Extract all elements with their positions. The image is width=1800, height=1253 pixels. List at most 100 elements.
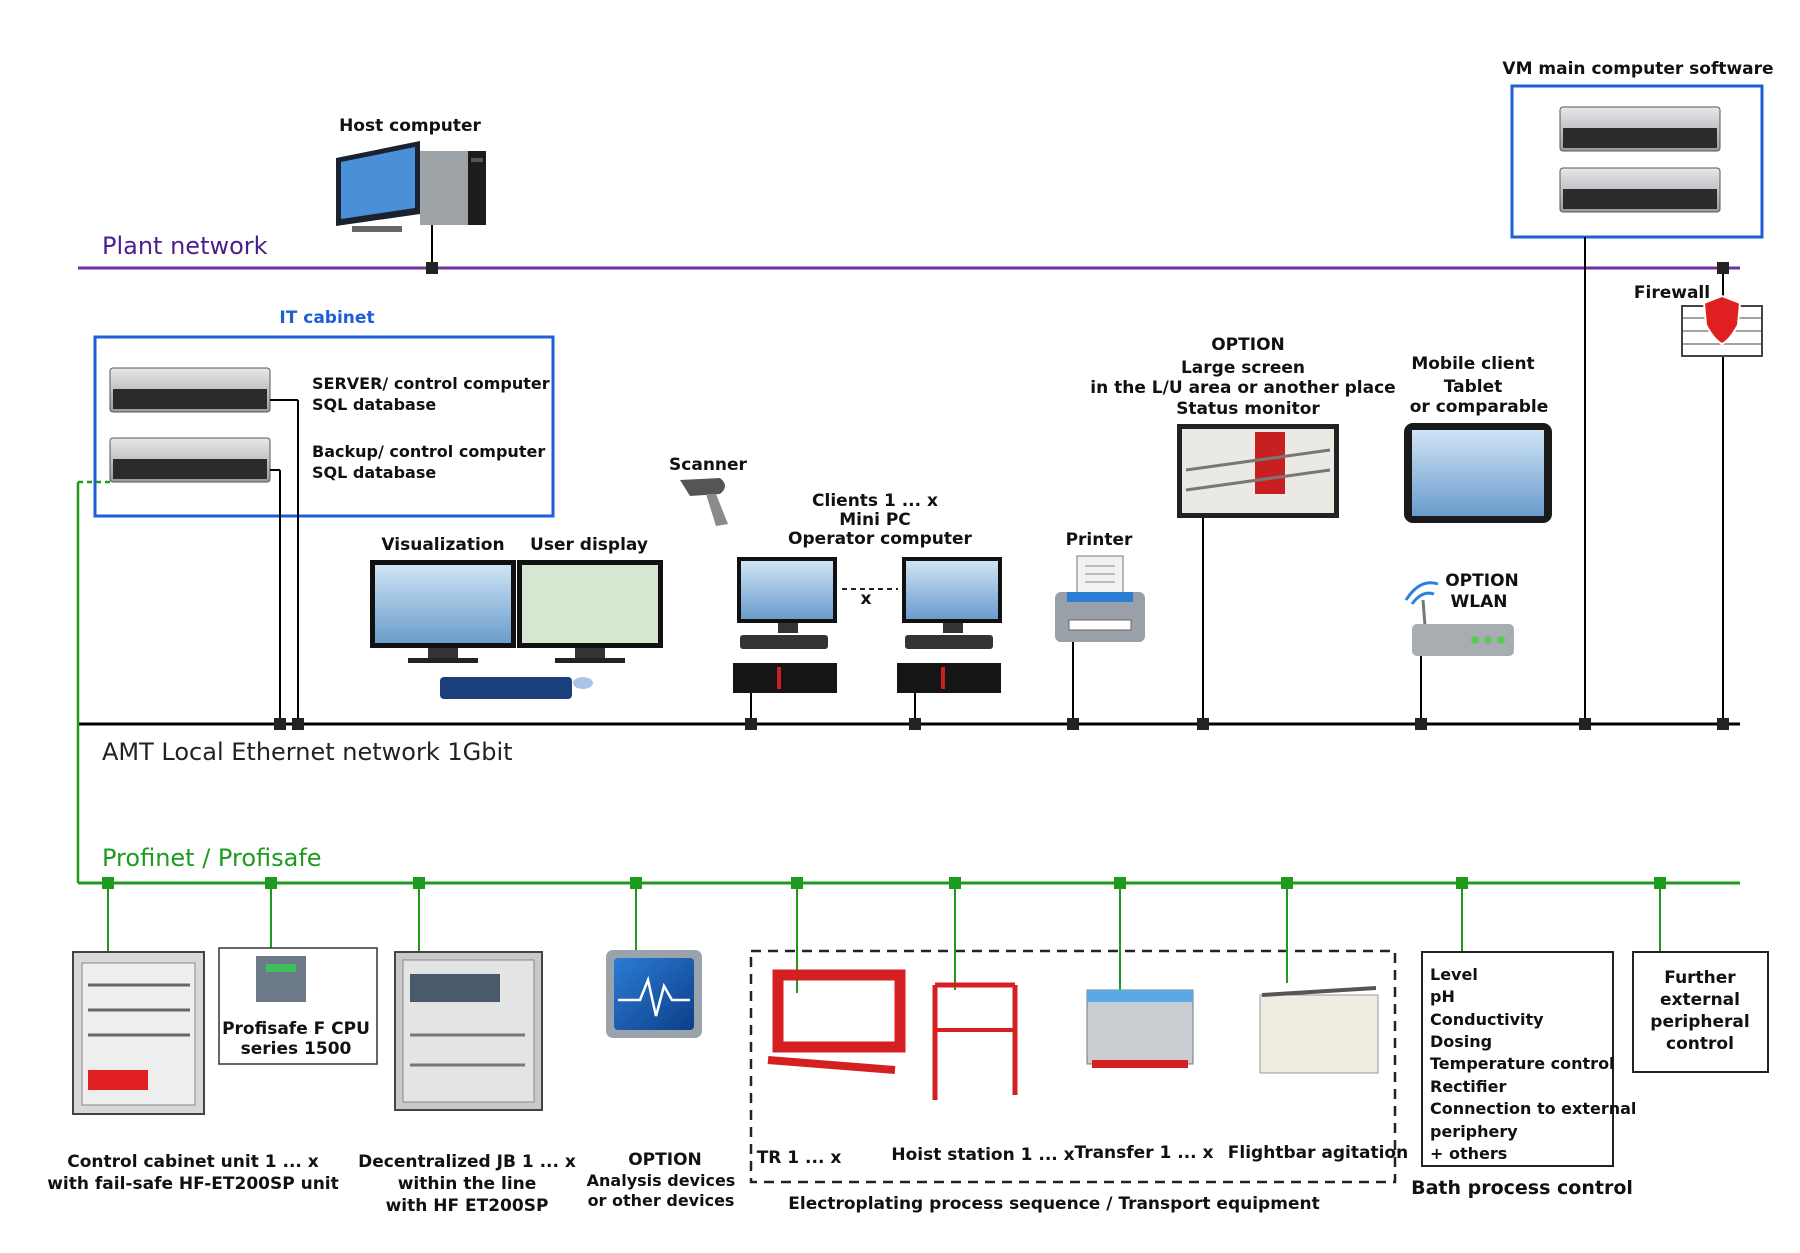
profinet-node-tr — [791, 877, 803, 889]
further-label-4: control — [1666, 1034, 1734, 1054]
vm-software-label: VM main computer software — [1502, 59, 1773, 79]
mouse-icon — [573, 677, 593, 689]
profisafe-cpu: Profisafe F CPU series 1500 — [218, 877, 378, 1065]
server-icon — [1559, 167, 1721, 213]
jb-label-1: Decentralized JB 1 ... x — [358, 1152, 576, 1172]
cpu-module-icon — [256, 956, 306, 1002]
mobile-label-2: Tablet — [1444, 377, 1503, 397]
mobile-label-3: or comparable — [1410, 397, 1548, 417]
profinet-network: Profinet / Profisafe — [76, 480, 1740, 885]
bath-item: Level — [1430, 965, 1478, 984]
large-screen: OPTION Large screen in the L/U area or a… — [1090, 335, 1396, 730]
local-ethernet-network: AMT Local Ethernet network 1Gbit — [78, 722, 1740, 766]
it-cabinet-border — [93, 335, 555, 518]
scanner-label: Scanner — [669, 455, 748, 475]
further-label-2: external — [1660, 990, 1740, 1010]
profinet-node-flightbar — [1281, 877, 1293, 889]
profinet-node-further — [1654, 877, 1666, 889]
visualization-label: Visualization — [381, 535, 504, 555]
analysis-monitor-icon — [606, 950, 702, 1038]
transfer-label: Transfer 1 ... x — [1074, 1143, 1213, 1163]
analysis-label-1: OPTION — [628, 1150, 702, 1170]
bath-item: Temperature control — [1430, 1054, 1615, 1073]
monitor-icon — [370, 560, 516, 663]
large-screen-label-2: Large screen — [1181, 358, 1305, 378]
server-label-1: SERVER/ control computer — [312, 374, 550, 393]
profinet-label: Profinet / Profisafe — [102, 844, 322, 872]
cabinet-label-2: with fail-safe HF-ET200SP unit — [47, 1174, 339, 1194]
bath-item: Conductivity — [1430, 1010, 1544, 1029]
jb-label-3: with HF ET200SP — [386, 1196, 549, 1216]
mini-pc-icon — [897, 663, 1001, 693]
user-display-label: User display — [530, 535, 648, 555]
mobile-client: Mobile client Tablet or comparable — [1404, 354, 1552, 523]
firewall-icon — [1681, 294, 1763, 357]
hoist-label: Hoist station 1 ... x — [891, 1145, 1074, 1165]
printer: Printer — [1055, 530, 1145, 730]
bath-item: + others — [1430, 1144, 1507, 1163]
bath-process-control: Level pH Conductivity Dosing Temperature… — [1411, 877, 1636, 1199]
tr-label: TR 1 ... x — [757, 1148, 842, 1168]
firewall-label: Firewall — [1634, 283, 1710, 303]
bath-item: Rectifier — [1430, 1077, 1507, 1096]
plant-network-label: Plant network — [102, 232, 268, 260]
profinet-node-analysis — [630, 877, 642, 889]
keyboard-icon — [905, 635, 993, 649]
cpu-label-1: Profisafe F CPU — [222, 1019, 370, 1039]
local-network-label: AMT Local Ethernet network 1Gbit — [102, 738, 513, 766]
further-box — [1632, 951, 1769, 1073]
it-cabinet: IT cabinet SERVER/ control computer SQL … — [93, 308, 555, 730]
control-cabinet: Control cabinet unit 1 ... x with fail-s… — [47, 877, 339, 1194]
electroplating-sequence: TR 1 ... x Hoist station 1 ... x Transfe… — [749, 877, 1408, 1214]
printer-icon — [1055, 555, 1145, 642]
keyboard-icon — [740, 635, 828, 649]
wlan-label-2: WLAN — [1451, 592, 1508, 612]
wlan-label-1: OPTION — [1445, 571, 1519, 591]
tr-equipment-icon — [767, 969, 906, 1074]
firewall: Firewall — [1634, 262, 1763, 730]
clients-label-3: Operator computer — [788, 529, 973, 549]
local-node-firewall — [1717, 718, 1729, 730]
local-node-backup — [274, 718, 286, 730]
further-label-3: peripheral — [1650, 1012, 1749, 1032]
sequence-caption: Electroplating process sequence / Transp… — [788, 1194, 1319, 1214]
it-cabinet-title: IT cabinet — [279, 308, 374, 328]
cpu-label-2: series 1500 — [241, 1039, 352, 1059]
clients-x-label: x — [861, 589, 872, 609]
large-screen-icon — [1177, 424, 1339, 518]
flightbar-label: Flightbar agitation — [1228, 1143, 1408, 1163]
vm-border — [1510, 84, 1764, 239]
local-node-printer — [1067, 718, 1079, 730]
bath-caption: Bath process control — [1411, 1177, 1633, 1199]
analysis-label-3: or other devices — [588, 1191, 735, 1210]
printer-label: Printer — [1066, 530, 1133, 550]
profinet-node-transfer — [1114, 877, 1126, 889]
backup-label-2: SQL database — [312, 463, 436, 482]
backup-label-1: Backup/ control computer — [312, 442, 545, 461]
cabinet-label-1: Control cabinet unit 1 ... x — [67, 1152, 319, 1172]
bath-box — [1421, 951, 1614, 1167]
local-node-client-1 — [745, 718, 757, 730]
monitor-icon — [737, 557, 837, 633]
plant-network: Plant network — [78, 232, 1740, 270]
scanner-icon — [680, 478, 728, 526]
profinet-node-cabinet — [102, 877, 114, 889]
profinet-node-cpu — [265, 877, 277, 889]
jb-label-2: within the line — [398, 1174, 537, 1194]
local-node-client-x — [909, 718, 921, 730]
wifi-router-icon — [1404, 581, 1514, 656]
wlan: OPTION WLAN — [1404, 571, 1519, 730]
server-icon — [109, 437, 271, 483]
tablet-icon — [1404, 423, 1552, 523]
plant-node-firewall — [1717, 262, 1729, 274]
profinet-node-hoist — [949, 877, 961, 889]
flightbar-icon — [1259, 986, 1379, 1074]
analysis-devices: OPTION Analysis devices or other devices — [587, 877, 735, 1210]
local-node-vm — [1579, 718, 1591, 730]
further-peripheral-control: Further external peripheral control — [1632, 877, 1769, 1073]
further-label-1: Further — [1664, 968, 1736, 988]
sequence-dashed-box — [749, 949, 1397, 1184]
monitor-icon — [517, 560, 663, 663]
bath-item: Dosing — [1430, 1032, 1492, 1051]
